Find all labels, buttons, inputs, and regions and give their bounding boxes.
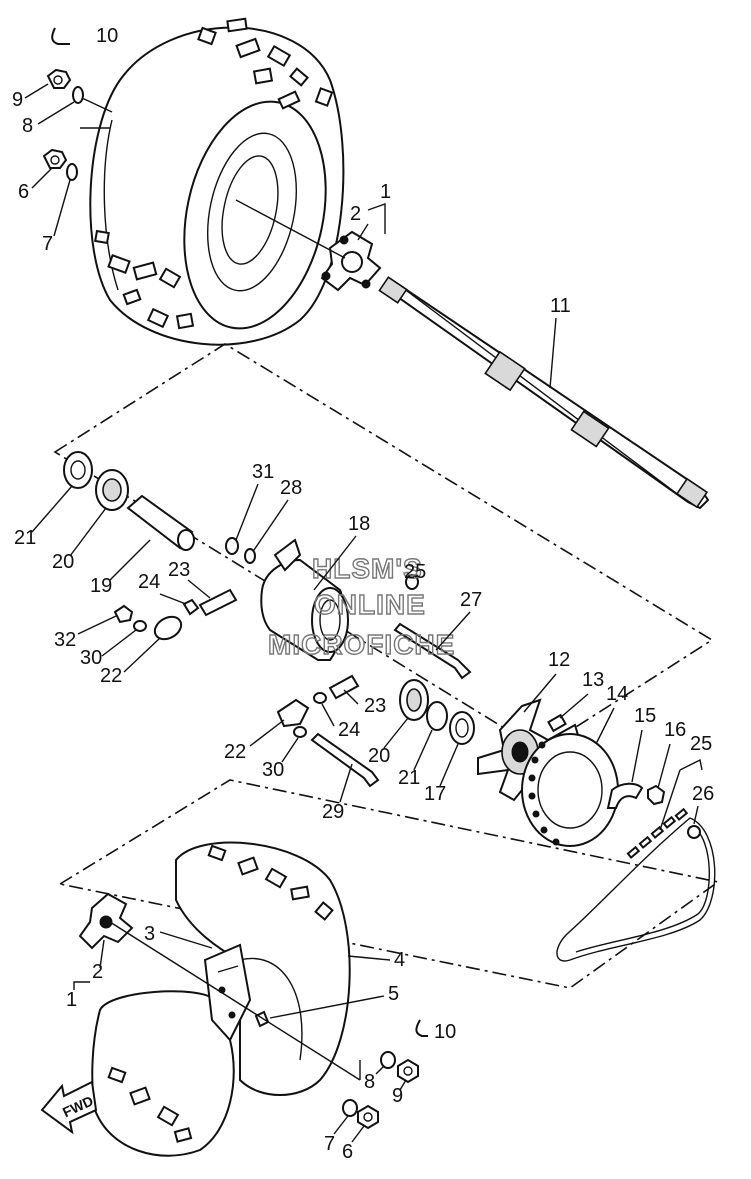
lower-wheel-boundary [57, 779, 720, 989]
callout-19: 19 [90, 575, 112, 597]
callout-30-lower: 30 [262, 759, 284, 781]
callout-8-lower: 8 [364, 1071, 375, 1093]
callout-29: 29 [322, 801, 344, 823]
callout-23-lower: 23 [364, 695, 386, 717]
watermark-line-1: HLSM'S [312, 553, 423, 584]
callout-14: 14 [606, 683, 628, 705]
upper-wheel-nuts [42, 27, 113, 181]
callout-12: 12 [548, 649, 570, 671]
callout-7: 7 [42, 233, 53, 255]
callout-10-lower: 10 [434, 1021, 456, 1043]
callout-3: 3 [144, 923, 155, 945]
callout-1-lower: 1 [66, 989, 77, 1011]
callout-16: 16 [664, 719, 686, 741]
callout-11: 11 [550, 295, 571, 317]
callout-9: 9 [12, 89, 23, 111]
callout-28: 28 [280, 477, 302, 499]
sprocket-hub-and-chain [477, 698, 716, 962]
axle-callouts: 31 28 18 21 20 19 23 24 32 30 22 25 27 2… [14, 461, 482, 823]
axle-assembly-boundary [53, 343, 714, 751]
callout-23-upper: 23 [168, 559, 190, 581]
callout-7-lower: 7 [324, 1133, 335, 1155]
forward-direction-arrow: FWD [40, 1080, 98, 1135]
callout-15: 15 [634, 705, 656, 727]
callout-21-upper: 21 [14, 527, 36, 549]
upper-wheel-hub [235, 199, 382, 292]
watermark-line-2: ONLINE [314, 589, 426, 620]
sprocket-teeth [528, 741, 560, 846]
watermark-line-3: MICROFICHE [268, 629, 455, 660]
callout-24-upper: 24 [138, 571, 160, 593]
callout-32: 32 [54, 629, 76, 651]
callout-1: 1 [380, 181, 391, 203]
sprocket-callouts: 12 13 14 15 16 25 26 [523, 649, 714, 831]
upper-tire-wheel [89, 17, 345, 346]
callout-10: 10 [96, 25, 118, 47]
callout-31: 31 [252, 461, 274, 483]
lower-wheel-assembly [78, 841, 428, 1157]
callout-25: 25 [690, 733, 712, 755]
callout-30-upper: 30 [80, 647, 102, 669]
callout-6-lower: 6 [342, 1141, 353, 1163]
callout-18: 18 [348, 513, 370, 535]
callout-27: 27 [460, 589, 482, 611]
callout-8: 8 [22, 115, 33, 137]
callout-2: 2 [350, 203, 361, 225]
callout-22-upper: 22 [100, 665, 122, 687]
callout-17: 17 [424, 783, 446, 805]
callout-4: 4 [394, 949, 405, 971]
rear-axle [378, 276, 710, 510]
callout-20-lower: 20 [368, 745, 390, 767]
callout-21-lower: 21 [398, 767, 420, 789]
callout-20-upper: 20 [52, 551, 74, 573]
axle-housing-parts [63, 451, 475, 788]
callout-9-lower: 9 [392, 1085, 403, 1107]
chain-links [626, 807, 689, 859]
callout-2-lower: 2 [92, 961, 103, 983]
callout-25-overlap: 25 [404, 561, 426, 583]
callout-5: 5 [388, 983, 399, 1005]
upper-callouts: 10 9 8 6 7 1 2 11 [12, 25, 571, 389]
callout-22-lower: 22 [224, 741, 246, 763]
watermark: HLSM'S ONLINE MICROFICHE [267, 552, 455, 660]
callout-6: 6 [18, 181, 29, 203]
callout-24-lower: 24 [338, 719, 360, 741]
callout-26: 26 [692, 783, 714, 805]
lower-callouts: 3 4 5 1 2 10 8 9 7 6 [66, 923, 456, 1163]
callout-13: 13 [582, 669, 604, 691]
tread-lugs [94, 17, 334, 330]
